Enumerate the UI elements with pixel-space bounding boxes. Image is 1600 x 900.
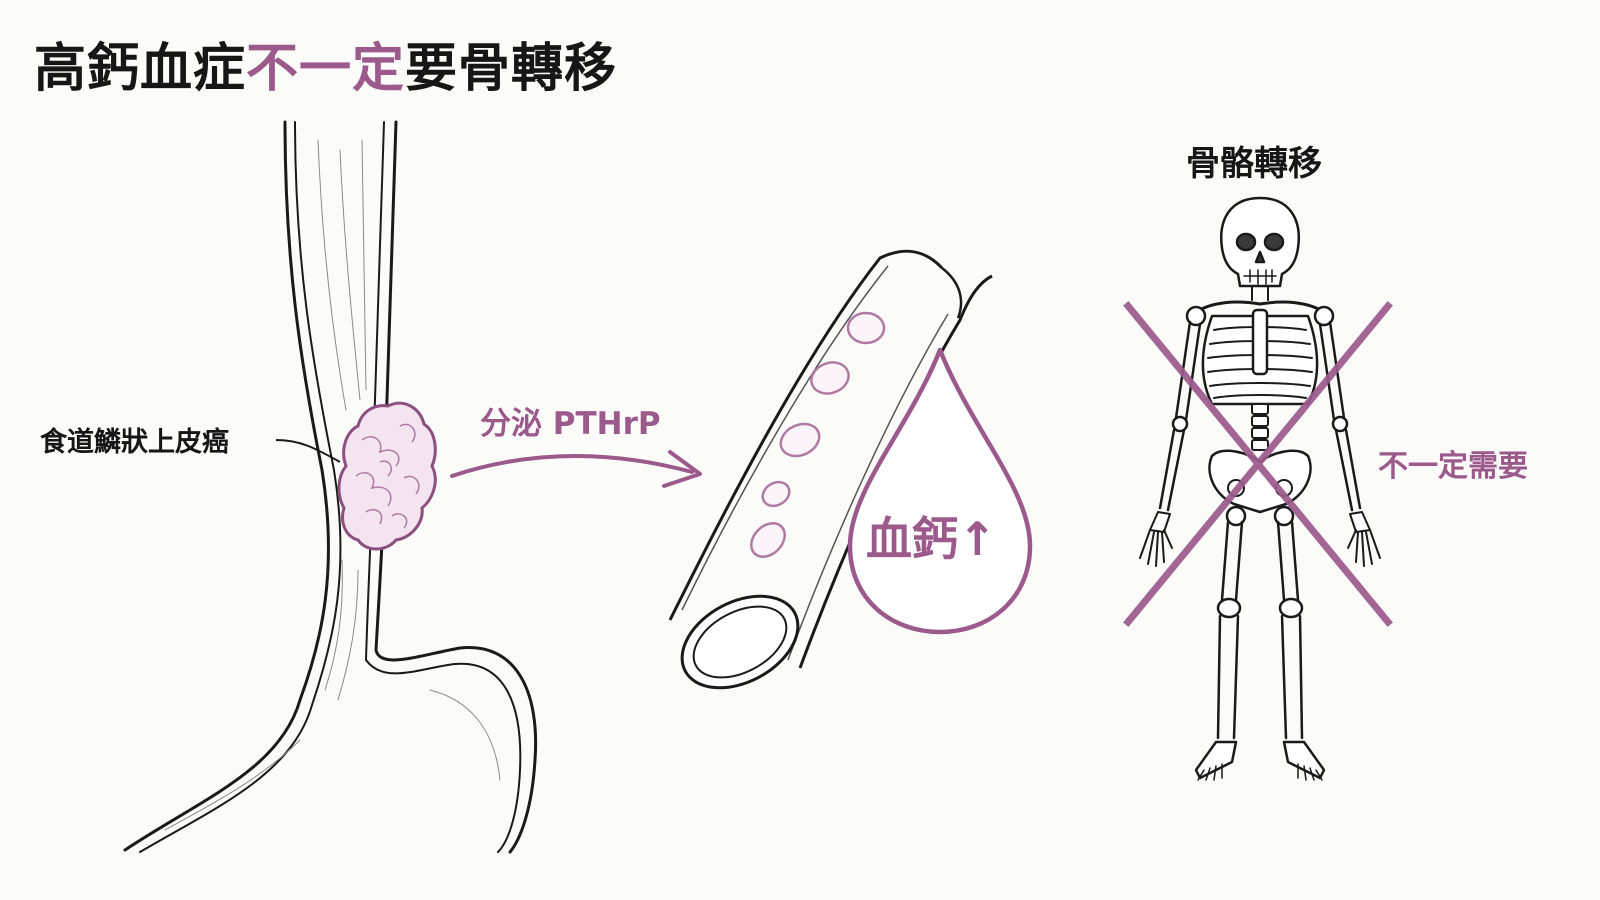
blood-calcium-label: 血鈣↑ xyxy=(866,512,997,566)
cross-out-icon xyxy=(1123,301,1393,627)
blood-drop-icon xyxy=(847,347,1033,635)
tumor-leader-line xyxy=(275,439,341,463)
blood-vessel-illustration xyxy=(668,249,993,690)
title-highlight: 不一定 xyxy=(246,39,406,99)
skeleton-illustration xyxy=(1139,196,1381,781)
tumor-mass-icon xyxy=(337,401,437,551)
bone-metastasis-label: 骨骼轉移 xyxy=(1186,144,1322,184)
red-blood-cells xyxy=(750,311,886,558)
secrete-pthrp-label: 分泌 PTHrP xyxy=(480,406,661,442)
not-necessary-label: 不一定需要 xyxy=(1378,449,1528,484)
esophagus-illustration xyxy=(123,120,538,854)
tumor-label: 食道鱗狀上皮癌 xyxy=(40,427,229,458)
arrow-right-icon xyxy=(450,450,702,488)
title-part3: 要骨轉移 xyxy=(405,39,618,99)
page-title: 高鈣血症不一定要骨轉移 xyxy=(34,26,617,101)
title-part1: 高鈣血症 xyxy=(34,39,247,99)
